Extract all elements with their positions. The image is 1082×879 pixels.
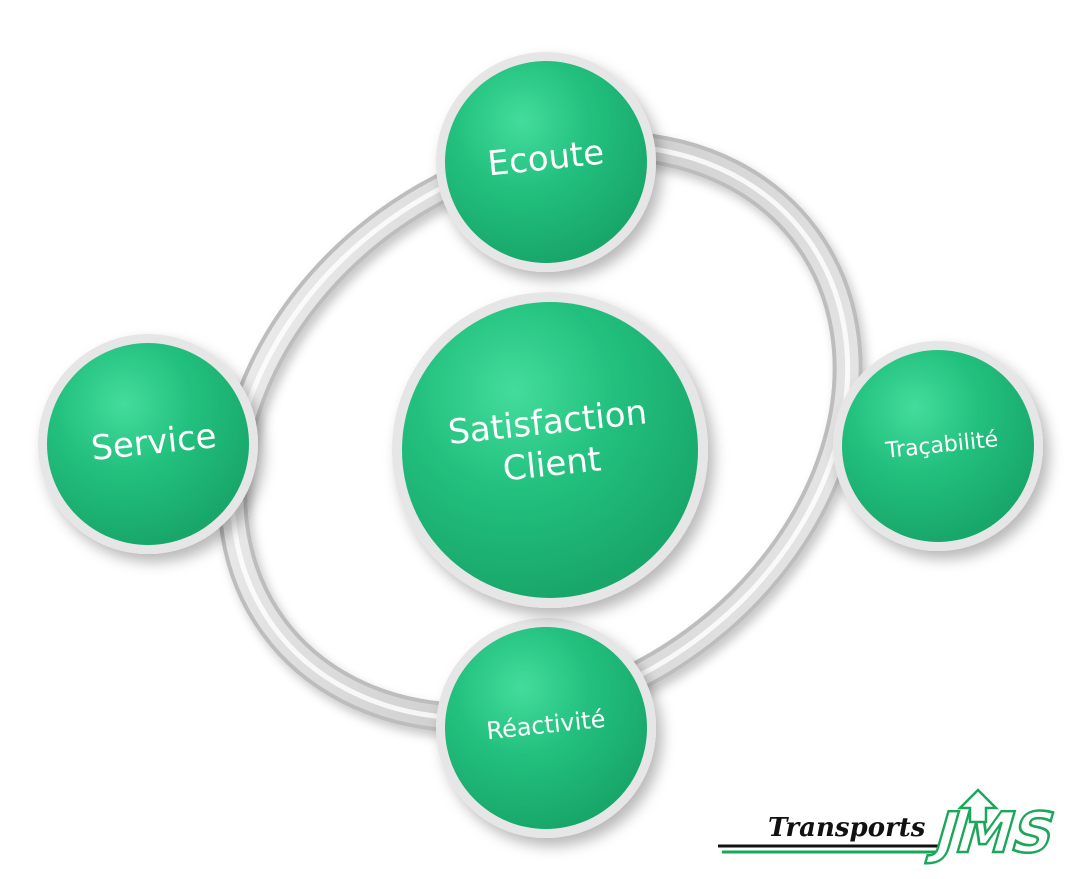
node-service: Service xyxy=(38,334,258,554)
transports-jms-logo: Transports JMS xyxy=(718,788,1065,867)
connector-ring xyxy=(217,130,863,734)
node-ecoute: Ecoute xyxy=(436,52,656,272)
logo-word: Transports xyxy=(768,813,926,843)
node-satisfaction-client: Satisfaction Client xyxy=(392,292,708,608)
arrow-icon xyxy=(956,788,1000,824)
jms-mark-icon: JMS xyxy=(923,800,1065,867)
logo-mark: JMS xyxy=(924,801,1063,866)
node-tracabilite: Traçabilité xyxy=(833,341,1043,551)
node-reactivite: Réactivité xyxy=(436,618,656,838)
